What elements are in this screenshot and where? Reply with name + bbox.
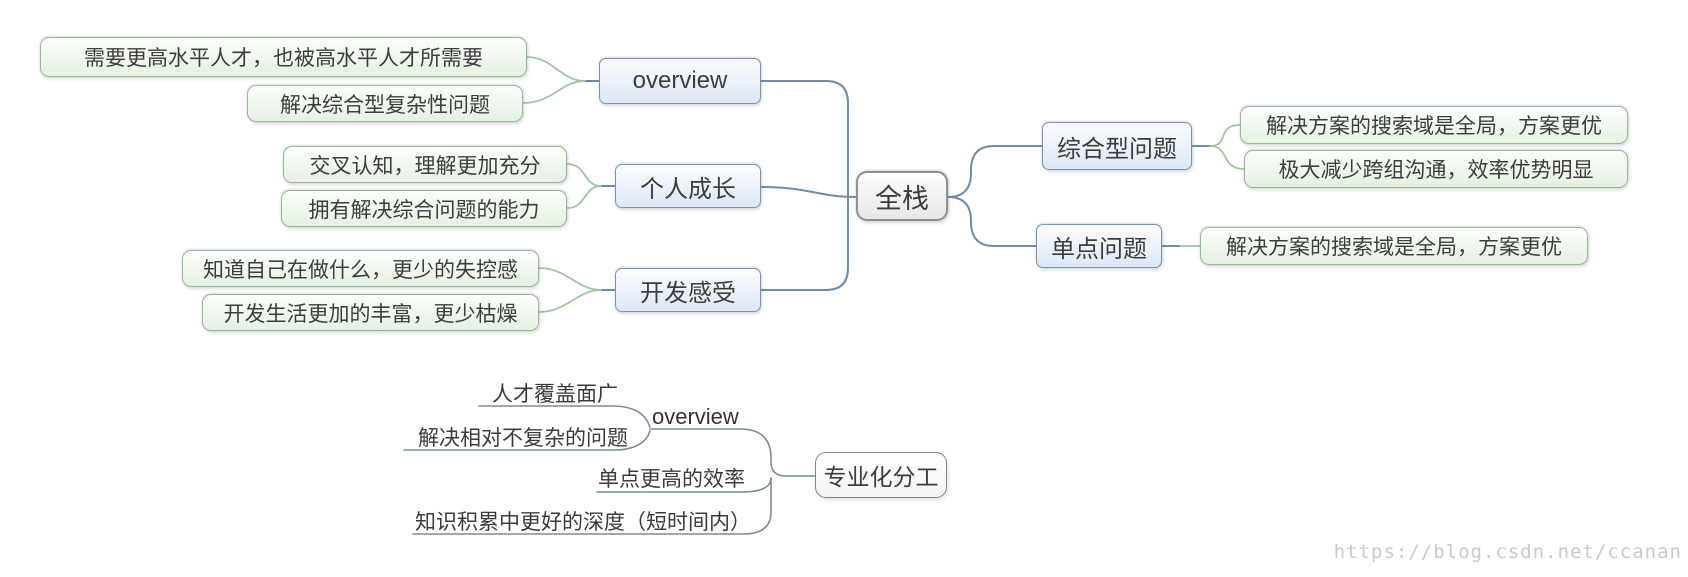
bottom-branch-node-knowledge-depth: 知识积累中更好的深度（短时间内）	[415, 511, 751, 534]
branch-node-personal-growth: 个人成长	[615, 164, 761, 208]
branch-node-comprehensive-problem: 综合型问题	[1042, 122, 1192, 170]
leaf-node: 知道自己在做什么，更少的失控感	[182, 250, 539, 287]
root-node-fullstack: 全栈	[856, 171, 948, 221]
leaf-node: 解决方案的搜索域是全局，方案更优	[1200, 227, 1588, 265]
bottom-leaf-node: 人才覆盖面广	[492, 383, 618, 406]
leaf-node: 需要更高水平人才，也被高水平人才所需要	[40, 37, 527, 77]
csdn-watermark: https://blog.csdn.net/ccanan	[1333, 541, 1682, 563]
leaf-node: 拥有解决综合问题的能力	[281, 190, 567, 227]
bottom-root-node-specialization: 专业化分工	[815, 452, 947, 498]
leaf-node: 解决综合型复杂性问题	[247, 85, 523, 122]
bottom-branch-node-overview: overview	[652, 404, 739, 429]
leaf-node: 极大减少跨组沟通，效率优势明显	[1244, 150, 1628, 188]
bottom-branch-node-efficiency: 单点更高的效率	[598, 468, 745, 491]
leaf-node: 解决方案的搜索域是全局，方案更优	[1240, 106, 1628, 144]
branch-node-single-point-problem: 单点问题	[1036, 224, 1162, 268]
branch-node-overview: overview	[599, 58, 761, 104]
branch-node-dev-feeling: 开发感受	[615, 268, 761, 312]
leaf-node: 交叉认知，理解更加充分	[283, 146, 567, 183]
leaf-node: 开发生活更加的丰富，更少枯燥	[202, 294, 539, 331]
bottom-leaf-node: 解决相对不复杂的问题	[418, 427, 628, 450]
